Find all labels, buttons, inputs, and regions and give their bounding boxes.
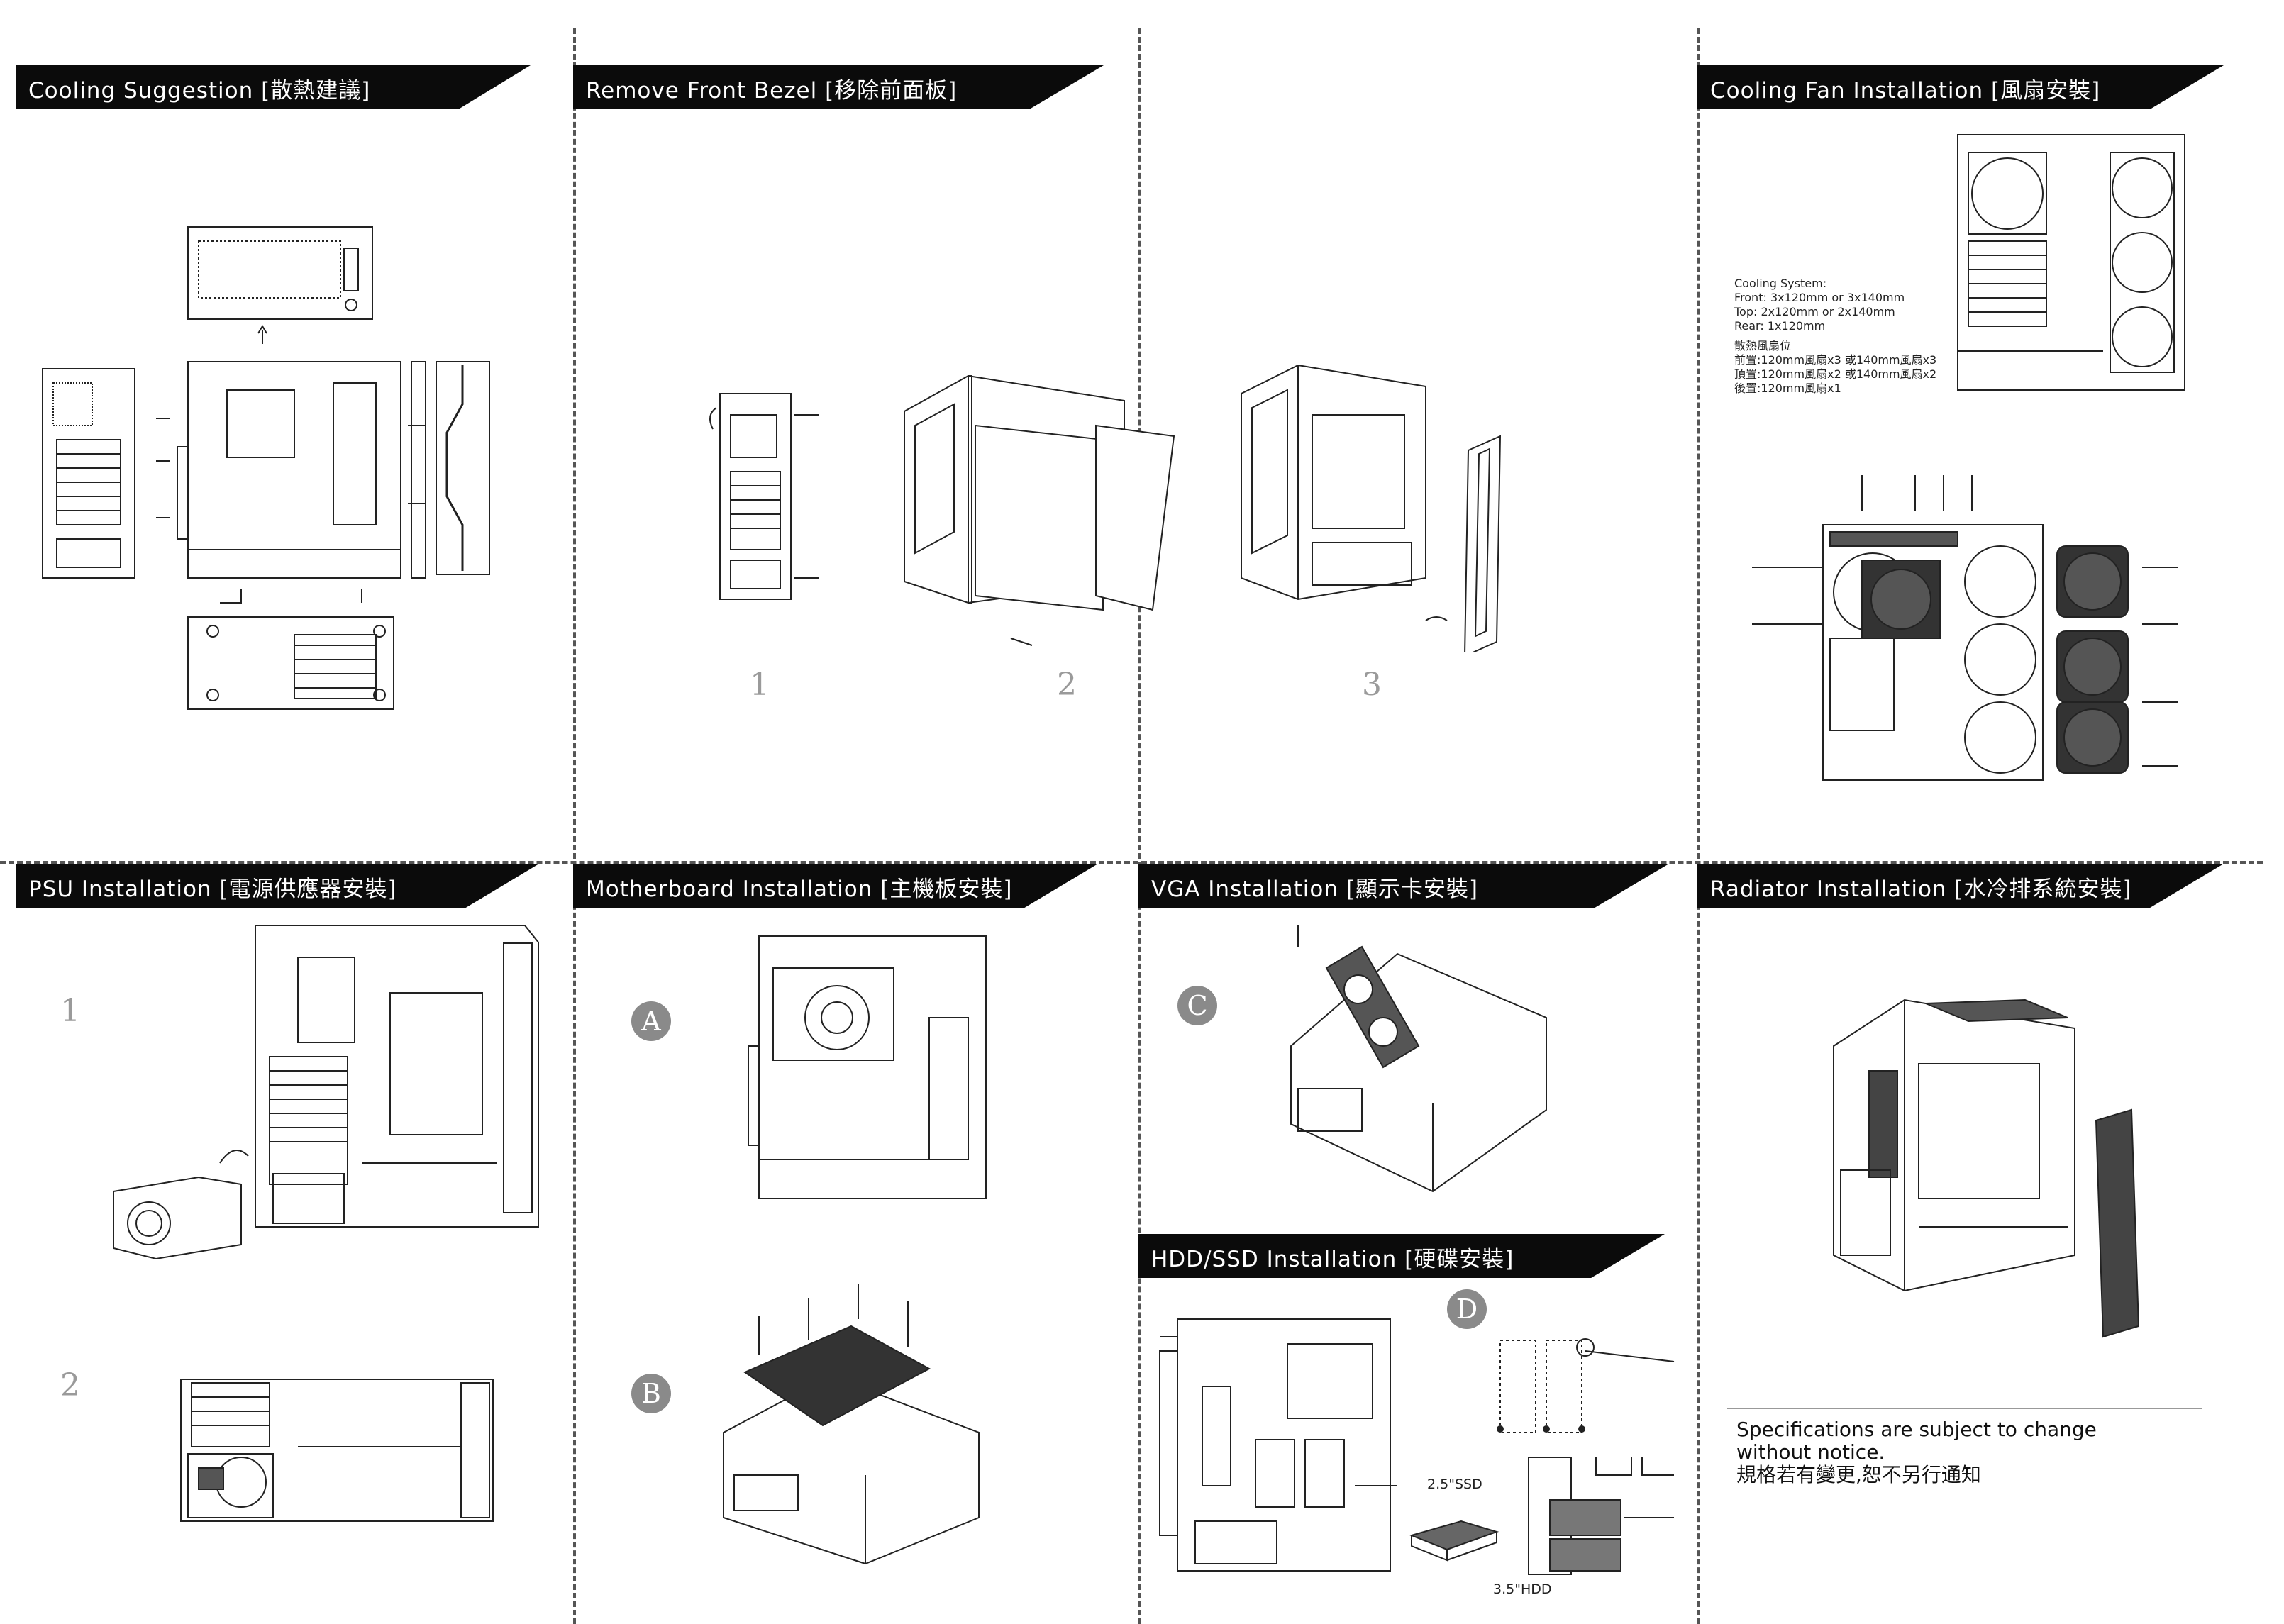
psu-step-2: 2 [60, 1367, 80, 1403]
motherboard-label-a: A [631, 1001, 671, 1041]
notice-divider [1727, 1408, 2202, 1409]
motherboard-label-b: B [631, 1374, 671, 1413]
cooling-spec-text: Cooling System:Front: 3x120mm or 3x140mm… [1734, 262, 1936, 410]
header-radiator-installation: Radiator Installation [水冷排系統安裝] [1697, 864, 2224, 908]
notice-text: Specifications are subject to change wit… [1736, 1418, 2097, 1486]
notice-en-line1: Specifications are subject to change [1736, 1418, 2097, 1441]
hdd-case-diagram [1156, 1316, 1412, 1574]
header-remove-front-bezel: Remove Front Bezel [移除前面板] [573, 65, 1104, 109]
bezel-step-2: 2 [1057, 667, 1077, 703]
column-divider-3 [1697, 28, 1700, 1624]
cooling-spec-line7: 頂置:120mm風扇x2 或140mm風扇x2 [1734, 367, 1937, 381]
header-hdd-ssd-installation-text: HDD/SSD Installation [硬碟安裝] [1151, 1247, 1514, 1272]
bezel-step2-diagram [890, 369, 1181, 652]
header-cooling-fan-installation: Cooling Fan Installation [風扇安裝] [1697, 65, 2224, 109]
psu-step1-diagram [106, 922, 539, 1262]
psu-step-1: 1 [60, 993, 80, 1029]
header-motherboard-installation-text: Motherboard Installation [主機板安裝] [586, 877, 1013, 902]
header-vga-installation: VGA Installation [顯示卡安裝] [1138, 864, 1669, 908]
cooling-spec-line4: Rear: 1x120mm [1734, 319, 1826, 333]
header-radiator-installation-text: Radiator Installation [水冷排系統安裝] [1710, 877, 2132, 902]
column-divider-1 [573, 28, 576, 1624]
header-hdd-ssd-installation: HDD/SSD Installation [硬碟安裝] [1138, 1234, 1665, 1278]
motherboard-step-b-diagram [716, 1248, 1000, 1567]
cooling-fan-exploded-diagram [1745, 468, 2192, 787]
notice-en-line2: without notice. [1736, 1440, 1885, 1464]
header-cooling-fan-installation-text: Cooling Fan Installation [風扇安裝] [1710, 78, 2101, 104]
column-divider-2 [1138, 28, 1141, 1624]
ssd-label: 2.5"SSD [1427, 1476, 1482, 1492]
bezel-step-3: 3 [1362, 667, 1382, 703]
row-divider [0, 861, 2263, 864]
hdd-detail-diagram [1482, 1330, 1681, 1443]
cooling-spec-line3: Top: 2x120mm or 2x140mm [1734, 305, 1895, 318]
hdd-bay-diagram [1525, 1454, 1678, 1578]
cooling-fan-case-diagram [1954, 131, 2188, 394]
header-cooling-suggestion-text: Cooling Suggestion [散熱建議] [28, 78, 371, 104]
header-psu-installation-text: PSU Installation [電源供應器安裝] [28, 877, 397, 902]
header-vga-installation-text: VGA Installation [顯示卡安裝] [1151, 877, 1479, 902]
cooling-spec-line2: Front: 3x120mm or 3x140mm [1734, 291, 1905, 304]
header-cooling-suggestion: Cooling Suggestion [散熱建議] [16, 65, 531, 109]
psu-step2-diagram [177, 1376, 497, 1532]
radiator-diagram [1812, 993, 2181, 1340]
hdd-label-d: D [1447, 1289, 1487, 1329]
hdd-label: 3.5"HDD [1493, 1581, 1552, 1597]
bezel-step1-diagram [699, 386, 826, 606]
notice-zh: 規格若有變更,恕不另行通知 [1736, 1463, 1981, 1486]
hdd-drive-diagram [1404, 1514, 1504, 1564]
vga-diagram [1270, 918, 1553, 1195]
header-motherboard-installation: Motherboard Installation [主機板安裝] [573, 864, 1098, 908]
cooling-spec-line1: Cooling System: [1734, 277, 1827, 290]
cooling-spec-line8: 後置:120mm風扇x1 [1734, 382, 1841, 395]
vga-label-c: C [1177, 986, 1217, 1025]
cooling-spec-line5: 散熱風扇位 [1734, 339, 1792, 352]
motherboard-step-a-diagram [745, 933, 1000, 1202]
header-psu-installation: PSU Installation [電源供應器安裝] [16, 864, 539, 908]
bezel-step-1: 1 [750, 667, 770, 703]
header-remove-front-bezel-text: Remove Front Bezel [移除前面板] [586, 78, 958, 104]
bezel-step3-diagram [1234, 365, 1546, 652]
cooling-spec-line6: 前置:120mm風扇x3 或140mm風扇x3 [1734, 353, 1937, 367]
cooling-suggestion-diagram [28, 220, 497, 730]
